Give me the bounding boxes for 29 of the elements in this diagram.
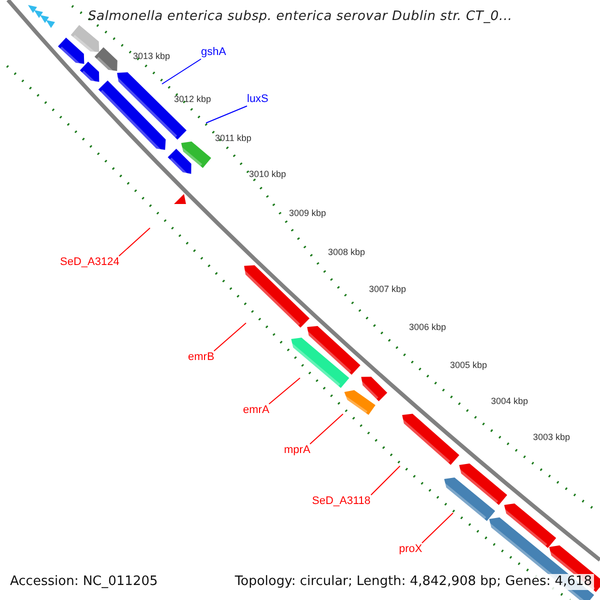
gene-label: SeD_A3124: [60, 256, 120, 269]
gene-label: mprA: [284, 444, 310, 457]
leader-line: [118, 228, 150, 256]
position-label: 3007 kbp: [369, 284, 406, 295]
position-label: 3005 kbp: [450, 360, 488, 371]
genome-title: Salmonella enterica subsp. enterica serovar Dublin str. CT_0...: [88, 9, 512, 24]
gene-label: emrA: [243, 404, 270, 417]
leader-line: [162, 58, 202, 84]
leader-line: [268, 378, 300, 404]
position-label: 3009 kbp: [289, 208, 326, 219]
leader-line: [370, 466, 400, 496]
position-label: 3008 kbp: [328, 247, 366, 258]
position-label: 3012 kbp: [174, 94, 212, 105]
gene-label: SeD_A3118: [312, 495, 371, 508]
position-label: 3004 kbp: [491, 396, 528, 407]
leader-line: [214, 322, 246, 352]
gene-label: proX: [399, 543, 422, 556]
position-label: 3010 kbp: [249, 169, 286, 180]
gene-label: luxS: [247, 93, 268, 106]
gene-label: gshA: [201, 46, 226, 59]
position-label: 3006 kbp: [409, 322, 446, 333]
leader-line: [206, 106, 248, 124]
accession-label: Accession: NC_011205: [9, 574, 159, 590]
leader-line: [310, 414, 344, 444]
gene-label: emrB: [188, 351, 214, 364]
position-label: 3011 kbp: [215, 133, 252, 144]
leader-line: [422, 512, 454, 544]
position-label: 3003 kbp: [533, 432, 570, 443]
position-label: 3013 kbp: [133, 51, 170, 62]
